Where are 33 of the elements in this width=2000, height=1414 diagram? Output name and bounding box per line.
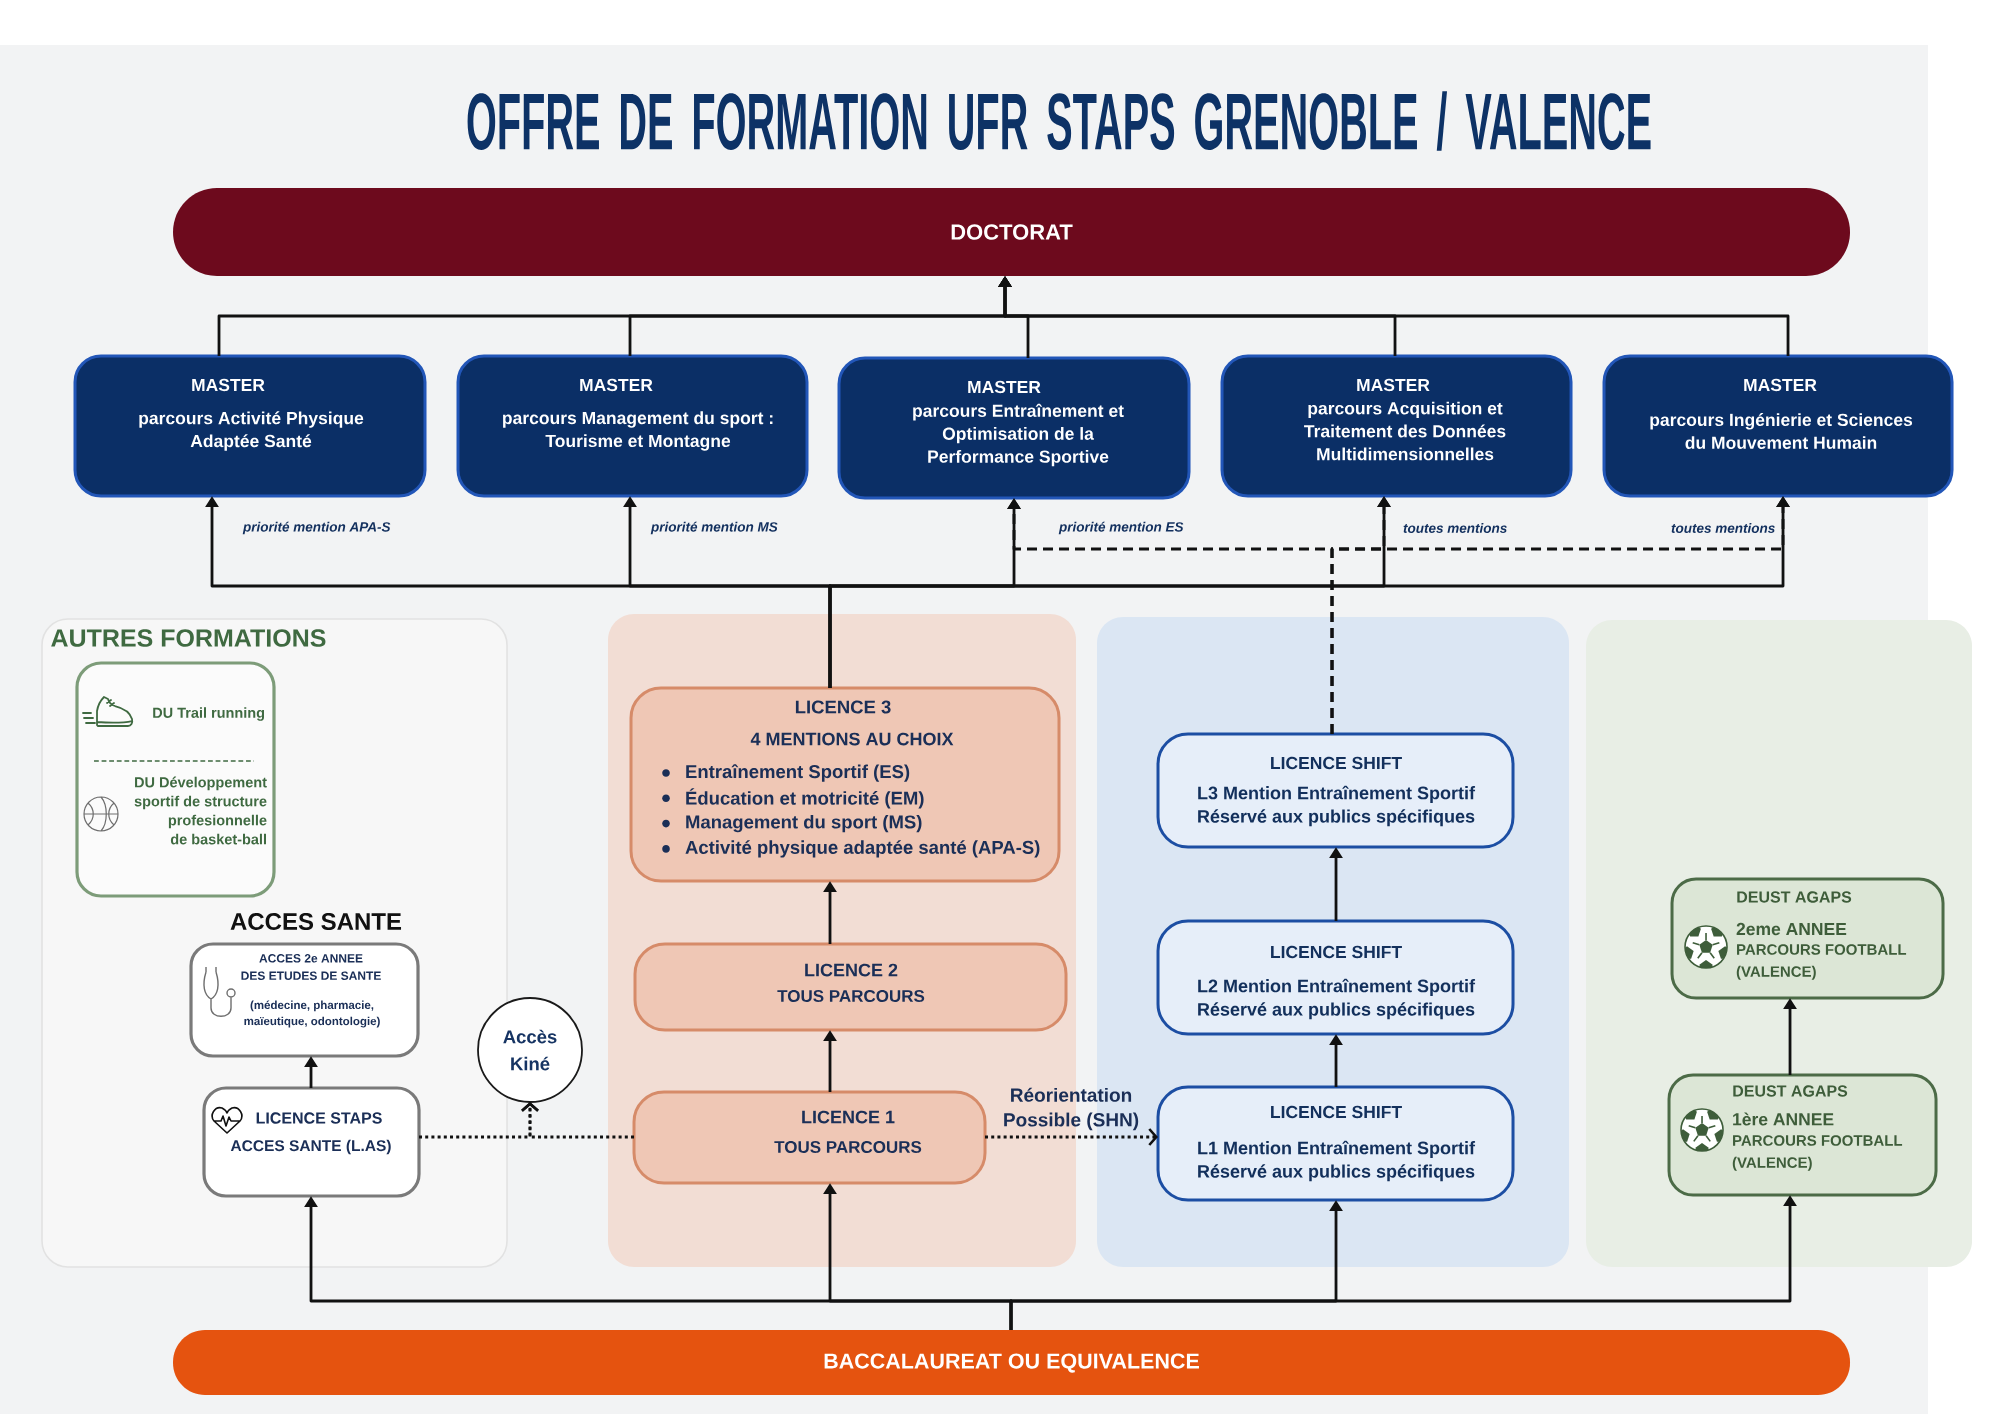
edge-label: toutes mentions [1400,520,1511,536]
degree-box: LICENCE SHIFT L2 Mention Entraînement Sportif Réservé aux publics spécifiques [1156,919,1515,1036]
degree-box: MASTER parcours Ingénierie et Sciences du Mouvement Humain [1602,354,1954,498]
degree-box: MASTER parcours Acquisition et Traitement des Données Multidimensionnelles [1220,354,1573,498]
group-heading: ACCES SANTE [230,913,402,930]
title: OFFRE DE FORMATION UFR STAPS GRENOBLE / VALENCE [467,91,1651,151]
degree-box: MASTER parcours Activité Physique Adaptée Santé [73,354,427,498]
arrow [985,1128,1158,1146]
degree-box: DEUST AGAPS 2eme ANNEE PARCOURS FOOTBALL (VALENCE) [1670,877,1945,1000]
node-label: 4 MENTIONS AU CHOIX [750,732,954,746]
degree-box: MASTER parcours Entraînement et Optimisation de la Performance Sportive [837,356,1191,500]
course-box: LICENCE STAPS ACCES SANTE (L.AS) [202,1086,421,1198]
edge-label: Réorientation Possible (SHN) [1004,1087,1139,1131]
arrow [521,1102,634,1139]
degree-box: LICENCE 3 4 MENTIONS AU CHOIX Entraînement Sportif (ES) Éducation et motricité (EM) Management du sport (MS) Activité physique adaptée santé (APA-S) [629,686,1061,883]
node-label: Management du sport (MS) [686,814,922,833]
node-label: Activité physique adaptée santé (APA-S) [685,840,1040,858]
level-banner: BACCALAUREAT OU EQUIVALENCE [173,1330,1850,1395]
degree-box: DEUST AGAPS 1ère ANNEE PARCOURS FOOTBALL (VALENCE) [1667,1073,1938,1197]
node-label: LICENCE 3 [795,700,891,714]
node-label: DU Trail running [153,707,265,721]
degree-box: LICENCE 2 TOUS PARCOURS [633,942,1068,1032]
edge-label: toutes mentions [1668,520,1779,536]
node-label: Éducation et motricité (EM) [686,788,924,809]
degree-box: LICENCE SHIFT L1 Mention Entraînement Sportif Réservé aux publics spécifiques [1156,1085,1515,1202]
node-label: DU Développement sportif de structure profesionnelle de basket-ball [134,776,267,845]
degree-box: LICENCE 1 TOUS PARCOURS [632,1090,987,1185]
degree-box: LICENCE SHIFT L3 Mention Entraînement Sportif Réservé aux publics spécifiques [1156,732,1515,849]
course-box: ACCES 2e ANNEE DES ETUDES DE SANTE (médecine, pharmacie, maïeutique, odontologie) [189,942,420,1058]
level-banner: DOCTORAT [173,188,1850,276]
degree-box: MASTER parcours Management du sport : Tourisme et Montagne [456,354,809,498]
node-label: Entraînement Sportif (ES) [686,764,910,782]
course-box: DU Trail running DU Développement sportif de structure profesionnelle de basket-ball [75,661,276,898]
